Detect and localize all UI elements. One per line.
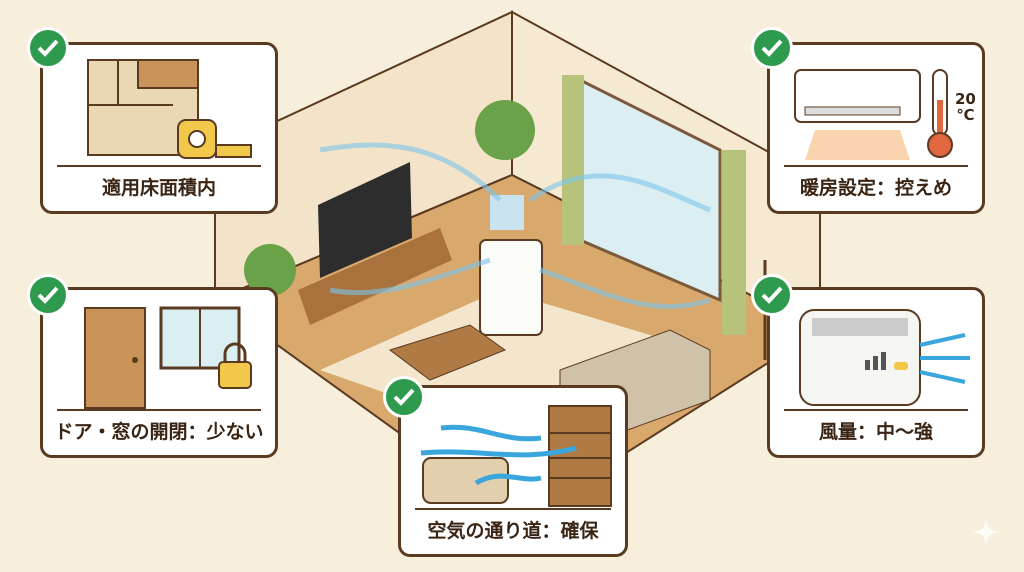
temperature-value: 20 (955, 90, 976, 108)
air-purifier (479, 239, 543, 336)
coffee-table (388, 324, 507, 381)
card-label: 適用床面積内 (101, 177, 216, 199)
tv (318, 162, 412, 278)
card-label: ドア・窓の開閉：少ない (54, 421, 264, 443)
side-plant (244, 244, 296, 296)
card-heating-setting: 20 ℃ 暖房設定：控えめ (767, 42, 985, 214)
sparkle-icon (972, 518, 1000, 546)
plant-pot (490, 195, 524, 230)
check-icon (27, 274, 69, 316)
divider (415, 508, 611, 510)
card-label: 空気の通り道：確保 (427, 520, 599, 542)
curtain-left (562, 75, 584, 245)
card-air-path: 空気の通り道：確保 (398, 385, 628, 557)
plant-leaves (475, 100, 535, 160)
divider (784, 165, 968, 167)
card-label: 暖房設定：控えめ (799, 177, 952, 199)
check-icon (27, 27, 69, 69)
divider (57, 165, 261, 167)
floor-plan-tape-measure-icon (87, 59, 252, 159)
card-door-window: ドア・窓の開閉：少ない (40, 287, 278, 458)
check-icon (751, 274, 793, 316)
sofa-bookshelf-airflow-icon (420, 405, 612, 507)
curtain-right (722, 150, 746, 335)
card-label: 風量：中〜強 (818, 421, 933, 443)
air-conditioner-thermometer-icon (794, 69, 953, 160)
check-icon (751, 27, 793, 69)
tv-stand (298, 228, 452, 325)
door-window-lock-icon (84, 306, 252, 409)
divider (57, 409, 261, 411)
check-icon (383, 376, 425, 418)
divider (784, 409, 968, 411)
air-purifier-airflow-icon (799, 309, 970, 406)
card-floor-area: 適用床面積内 (40, 42, 278, 214)
card-fan-speed: 風量：中〜強 (767, 287, 985, 458)
airflow-lines (319, 142, 711, 310)
temperature-unit: ℃ (956, 106, 975, 124)
